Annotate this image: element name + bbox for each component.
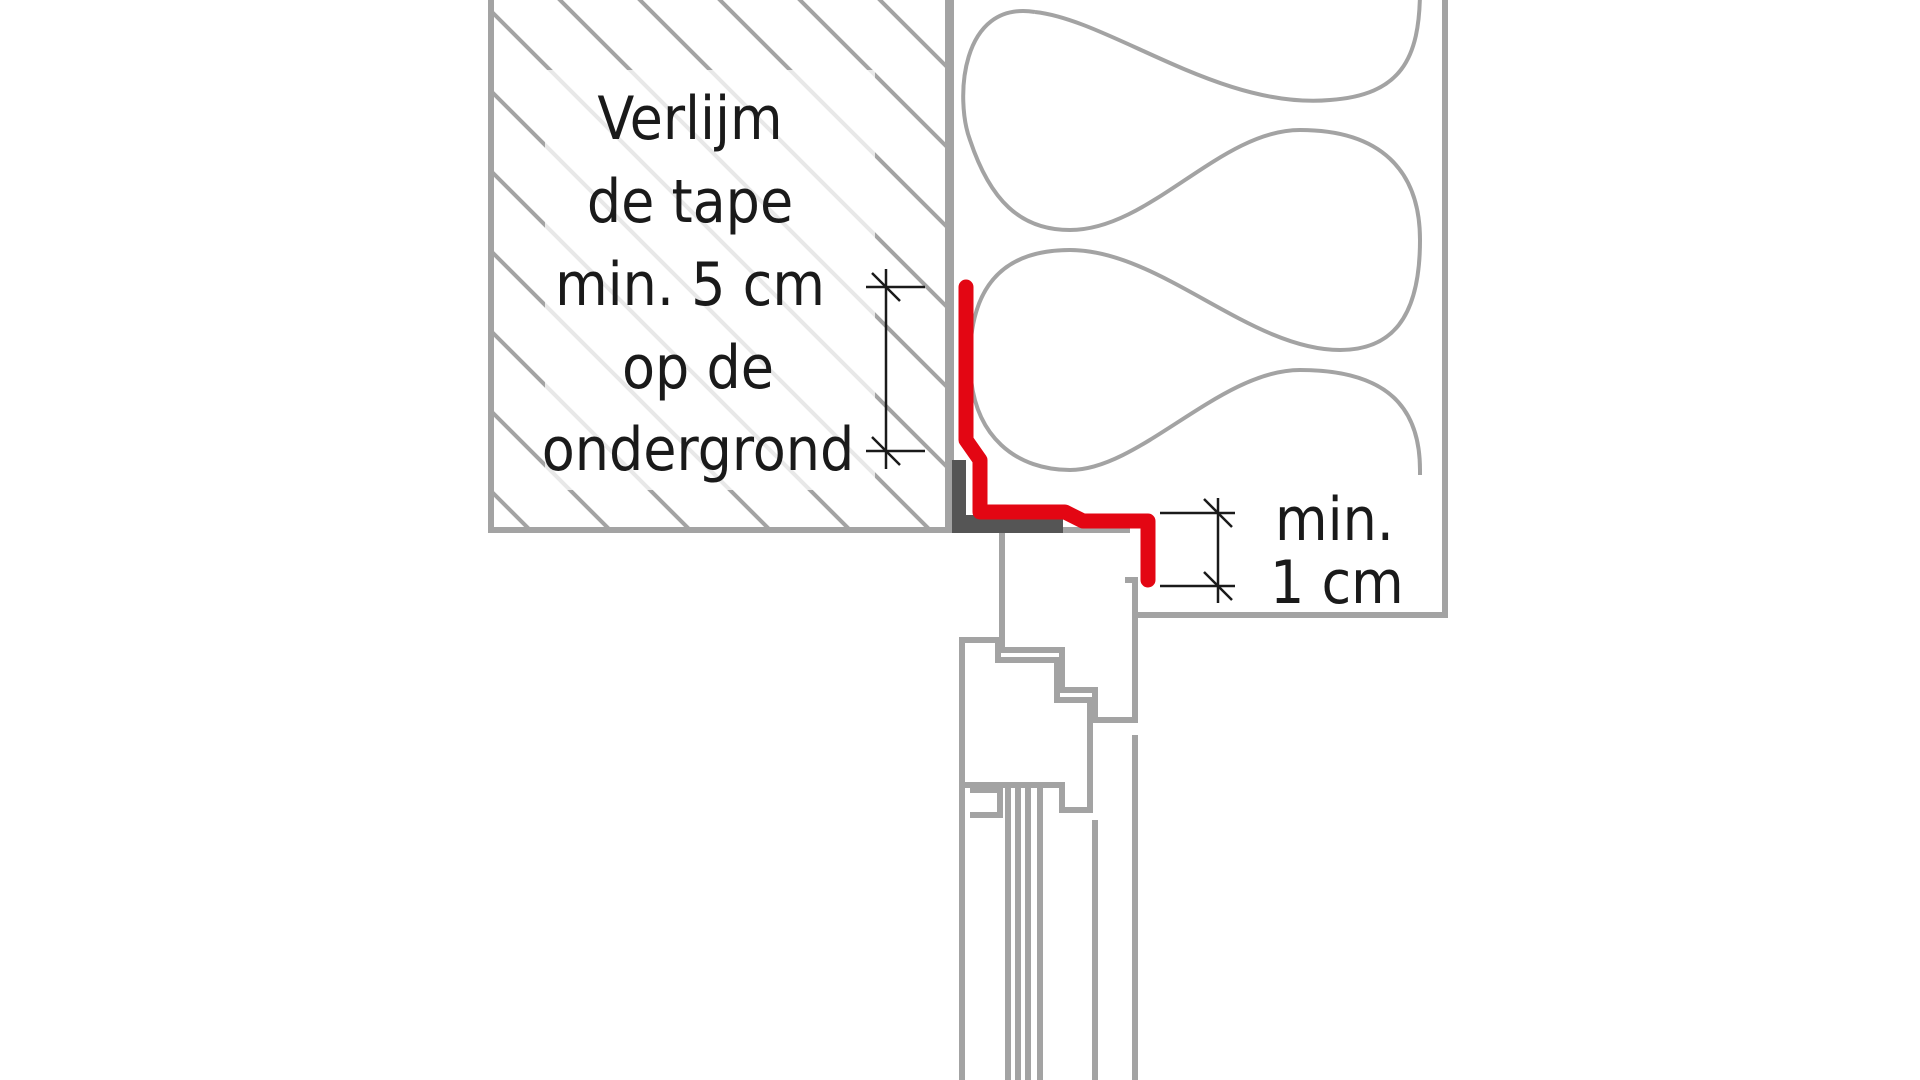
instruction-line-5: ondergrond: [542, 415, 855, 485]
window-frame: [959, 527, 1138, 1080]
insulation-pattern: [961, 0, 1423, 475]
overlap-line-1: min.: [1275, 485, 1394, 555]
text-backdrop: [545, 70, 875, 490]
overlap-line-2: 1 cm: [1270, 548, 1404, 618]
instruction-line-3: min. 5 cm: [555, 250, 825, 320]
dimension-1cm: [1160, 498, 1235, 603]
sealing-tape: [958, 279, 1156, 588]
instruction-label: Verlijm de tape min. 5 cm op de ondergro…: [542, 84, 855, 485]
instruction-line-4: op de: [622, 333, 774, 403]
instruction-line-1: Verlijm: [597, 84, 782, 154]
overlap-label: min. 1 cm: [1270, 485, 1404, 618]
instruction-line-2: de tape: [587, 167, 793, 237]
dimension-5cm: [866, 269, 925, 469]
sealant-block: [952, 460, 1063, 533]
